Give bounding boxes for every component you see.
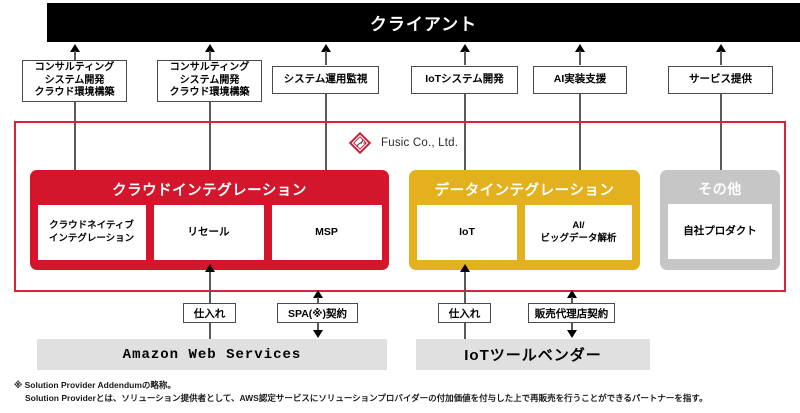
connector-iot-purchase-up bbox=[464, 272, 466, 304]
sub-box-line: インテグレーション bbox=[48, 232, 135, 244]
contract-label: 販売代理店契約 bbox=[534, 307, 609, 320]
service-box-consulting-1[interactable]: コンサルティング システム開発 クラウド環境構築 bbox=[22, 60, 127, 102]
sub-box-line: ビッグデータ解析 bbox=[540, 232, 617, 244]
service-line: コンサルティング bbox=[34, 62, 115, 74]
arrow-up-service-provide bbox=[716, 44, 726, 52]
arrow-down-spa-contract bbox=[313, 330, 323, 338]
group-title-other: その他 bbox=[698, 181, 742, 197]
connector-iot-dev-down bbox=[464, 94, 466, 172]
group-items-other: 自社プロダクト bbox=[660, 204, 780, 268]
connector-ai-support-top bbox=[579, 51, 581, 65]
connector-reseller-contract-down bbox=[571, 323, 573, 331]
service-box-consulting-2[interactable]: コンサルティング システム開発 クラウド環境構築 bbox=[157, 60, 262, 102]
group-data-integration[interactable]: データインテグレーション IoT AI/ ビッグデータ解析 bbox=[409, 170, 640, 270]
service-line: システム開発 bbox=[44, 74, 105, 86]
sub-box-line: IoT bbox=[459, 225, 475, 238]
company-frame bbox=[14, 121, 786, 292]
vendor-label: IoTツールベンダー bbox=[464, 347, 602, 364]
connector-consulting-2-down bbox=[209, 102, 211, 172]
connector-system-ops-down bbox=[325, 94, 327, 172]
arrow-up-system-ops bbox=[321, 44, 331, 52]
service-line: システム運用監視 bbox=[283, 73, 368, 86]
service-box-ai-support[interactable]: AI実装支援 bbox=[533, 66, 627, 94]
arrow-down-reseller-contract bbox=[567, 330, 577, 338]
sub-box-line: MSP bbox=[315, 225, 338, 238]
connector-service-provide-top bbox=[720, 51, 722, 65]
contract-box-aws-purchase[interactable]: 仕入れ bbox=[183, 303, 236, 323]
footnote-line-1: ※ Solution Provider Addendumの略称。 bbox=[14, 380, 176, 390]
arrow-up-consulting-1 bbox=[70, 44, 80, 52]
sub-box-resale[interactable]: リセール bbox=[153, 205, 264, 260]
group-items-data-integration: IoT AI/ ビッグデータ解析 bbox=[409, 205, 640, 269]
vendor-label: Amazon Web Services bbox=[122, 346, 302, 363]
connector-consulting-1-down bbox=[74, 102, 76, 172]
contract-label: 仕入れ bbox=[193, 307, 226, 320]
service-line: IoTシステム開発 bbox=[425, 73, 504, 86]
fusic-logo-text: Fusic Co., Ltd. bbox=[381, 137, 459, 149]
sub-box-line: リセール bbox=[187, 225, 230, 238]
arrow-up-ai-support bbox=[575, 44, 585, 52]
fusic-diamond-icon bbox=[345, 128, 375, 158]
arrow-up-into-cloud-integration bbox=[205, 264, 215, 272]
arrow-up-reseller-contract bbox=[567, 290, 577, 298]
sub-box-line: クラウドネイティブ bbox=[49, 220, 134, 232]
service-line: コンサルティング bbox=[169, 62, 250, 74]
sub-box-line: AI/ bbox=[572, 220, 585, 232]
connector-system-ops-top bbox=[325, 51, 327, 65]
footnote: ※ Solution Provider Addendumの略称。 Solutio… bbox=[14, 379, 794, 405]
connector-aws-purchase-down bbox=[209, 323, 211, 339]
contract-box-iot-purchase[interactable]: 仕入れ bbox=[438, 303, 491, 323]
group-title-cloud-integration: クラウドインテグレーション bbox=[112, 183, 307, 199]
contract-box-reseller-contract[interactable]: 販売代理店契約 bbox=[528, 303, 615, 323]
service-box-service-provide[interactable]: サービス提供 bbox=[668, 66, 773, 94]
connector-aws-purchase-up bbox=[209, 272, 211, 304]
service-line: クラウド環境構築 bbox=[169, 87, 250, 99]
connector-iot-dev-top bbox=[464, 51, 466, 65]
service-line: クラウド環境構築 bbox=[34, 87, 115, 99]
sub-box-msp[interactable]: MSP bbox=[271, 205, 382, 260]
sub-box-cloud-native-integration[interactable]: クラウドネイティブ インテグレーション bbox=[37, 205, 146, 260]
arrow-up-spa-contract bbox=[313, 290, 323, 298]
contract-label: SPA(※)契約 bbox=[287, 307, 347, 320]
connector-reseller-contract-top bbox=[571, 297, 573, 305]
connector-spa-contract-top bbox=[317, 297, 319, 305]
arrow-up-into-data-integration bbox=[460, 264, 470, 272]
vendor-box-amazon-web-services[interactable]: Amazon Web Services bbox=[37, 339, 387, 370]
sub-box-ai-bigdata-analysis[interactable]: AI/ ビッグデータ解析 bbox=[525, 205, 632, 260]
connector-service-provide-down bbox=[720, 94, 722, 172]
client-label: クライアント bbox=[369, 15, 478, 34]
arrow-up-iot-dev bbox=[460, 44, 470, 52]
contract-label: 仕入れ bbox=[448, 307, 481, 320]
sub-box-own-product[interactable]: 自社プロダクト bbox=[668, 204, 772, 259]
service-box-system-ops[interactable]: システム運用監視 bbox=[272, 66, 379, 94]
group-cloud-integration[interactable]: クラウドインテグレーション クラウドネイティブ インテグレーション リセール M… bbox=[30, 170, 389, 270]
connector-ai-support-down bbox=[579, 94, 581, 172]
service-line: AI実装支援 bbox=[553, 73, 607, 86]
vendor-box-iot-tool-vendor[interactable]: IoTツールベンダー bbox=[416, 339, 650, 370]
fusic-logo: Fusic Co., Ltd. bbox=[345, 128, 458, 158]
footnote-line-2: Solution Providerとは、ソリューション提供者として、AWS認定サ… bbox=[25, 393, 708, 404]
group-other[interactable]: その他 自社プロダクト bbox=[660, 170, 780, 270]
group-items-cloud-integration: クラウドネイティブ インテグレーション リセール MSP bbox=[30, 205, 390, 269]
sub-box-line: 自社プロダクト bbox=[683, 224, 757, 237]
sub-box-iot[interactable]: IoT bbox=[417, 205, 517, 260]
service-box-iot-dev[interactable]: IoTシステム開発 bbox=[411, 66, 518, 94]
contract-box-spa-contract[interactable]: SPA(※)契約 bbox=[277, 303, 358, 323]
arrow-up-consulting-2 bbox=[205, 44, 215, 52]
client-header-bar: クライアント bbox=[47, 3, 800, 42]
connector-consulting-2-top bbox=[209, 51, 211, 61]
connector-spa-contract-down bbox=[317, 323, 319, 331]
service-line: システム開発 bbox=[179, 74, 240, 86]
connector-consulting-1-top bbox=[74, 51, 76, 61]
connector-iot-purchase-down bbox=[464, 323, 466, 339]
group-title-data-integration: データインテグレーション bbox=[434, 183, 615, 199]
service-line: サービス提供 bbox=[689, 73, 752, 86]
